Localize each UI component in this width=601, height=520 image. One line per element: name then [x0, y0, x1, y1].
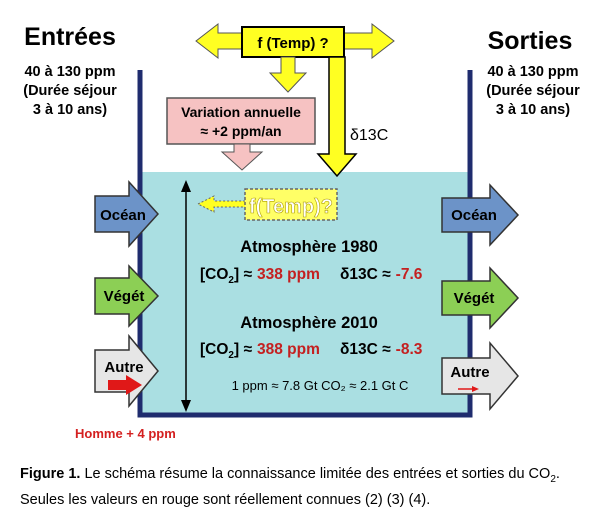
ftemp-inner-label: f(Temp)?	[249, 196, 333, 218]
caption-sub: 2	[550, 473, 556, 485]
outputs-range: 40 à 130 ppm	[487, 64, 578, 80]
atmosphere-tank-walls	[137, 70, 473, 418]
vertical-range-head-bottom	[181, 400, 191, 412]
atm2010-co2-value: 388 ppm	[257, 341, 320, 358]
inputs-title: Entrées	[24, 23, 116, 51]
atm2010-title: Atmosphère 2010	[240, 314, 378, 332]
sink-autre-label: Autre	[450, 364, 489, 381]
source-veget-arrow[interactable]	[94, 264, 160, 328]
sink-autre-arrow[interactable]	[441, 340, 519, 412]
ftemp-box	[241, 26, 345, 58]
caption-text1: Le schéma résume la connaissance limitée…	[80, 466, 551, 482]
variation-line2: ≈ +2 ppm/an	[200, 123, 281, 139]
sink-ocean-arrow[interactable]	[441, 183, 520, 247]
atm1980-co2-sub: 2	[228, 275, 234, 286]
inputs-residence-line1: (Durée séjour	[23, 83, 117, 99]
source-ocean-arrow[interactable]	[94, 180, 160, 248]
atm1980-co2-suffix: ] ≈	[234, 266, 252, 283]
source-ocean-label: Océan	[100, 207, 146, 224]
figure-caption: Figure 1. Le schéma résume la connaissan…	[20, 464, 590, 511]
delta13c-down-arrow	[316, 56, 358, 178]
atm1980-co2-value: 338 ppm	[257, 266, 320, 283]
delta13c-label: δ13C	[350, 127, 388, 144]
atm1980-co2-prefix: [CO	[200, 266, 228, 283]
ftemp-to-variation-arrow	[268, 56, 308, 93]
atm2010-co2-prefix: [CO	[200, 341, 228, 358]
vertical-range-head-top	[181, 180, 191, 192]
source-autre-label: Autre	[104, 359, 143, 376]
caption-label: Figure 1.	[20, 466, 81, 482]
source-veget-label: Végét	[104, 288, 145, 305]
atm1980-values: [CO2] ≈ 338 ppm δ13C ≈ -7.6	[200, 266, 423, 286]
sink-veget-label: Végét	[454, 290, 495, 307]
atm2010-co2-suffix: ] ≈	[234, 341, 252, 358]
atm1980-title: Atmosphère 1980	[240, 238, 378, 256]
inputs-residence-line2: 3 à 10 ans)	[33, 102, 107, 118]
conversion-text: 1 ppm ≈ 7.8 Gt CO₂ ≈ 2.1 Gt C	[232, 378, 409, 393]
variation-down-arrow	[220, 143, 264, 171]
caption-text2: . Seules les valeurs en rouge sont réell…	[20, 466, 560, 508]
sink-veget-arrow[interactable]	[441, 266, 520, 330]
atm2010-values: [CO2] ≈ 388 ppm δ13C ≈ -8.3	[200, 341, 423, 361]
variation-line1: Variation annuelle	[181, 104, 301, 120]
atm2010-delta-value: -8.3	[396, 341, 423, 358]
co2-budget-diagram: Entrées 40 à 130 ppm (Durée séjour 3 à 1…	[23, 22, 580, 441]
human-input-red-arrow	[108, 375, 142, 395]
outputs-title: Sorties	[488, 27, 573, 55]
outputs-residence-line1: (Durée séjour	[486, 83, 580, 99]
inputs-range: 40 à 130 ppm	[24, 64, 115, 80]
sink-ocean-label: Océan	[451, 207, 497, 224]
ftemp-label: f (Temp) ?	[257, 35, 328, 52]
atm2010-co2-sub: 2	[228, 350, 234, 361]
outputs-residence-line2: 3 à 10 ans)	[496, 102, 570, 118]
atm1980-delta-value: -7.6	[396, 266, 423, 283]
homme-label: Homme + 4 ppm	[75, 426, 176, 441]
ftemp-inner-box	[244, 188, 338, 221]
sink-autre-red-head	[472, 386, 479, 392]
atm1980-delta-prefix: δ13C ≈	[340, 266, 391, 283]
atm2010-delta-prefix: δ13C ≈	[340, 341, 391, 358]
